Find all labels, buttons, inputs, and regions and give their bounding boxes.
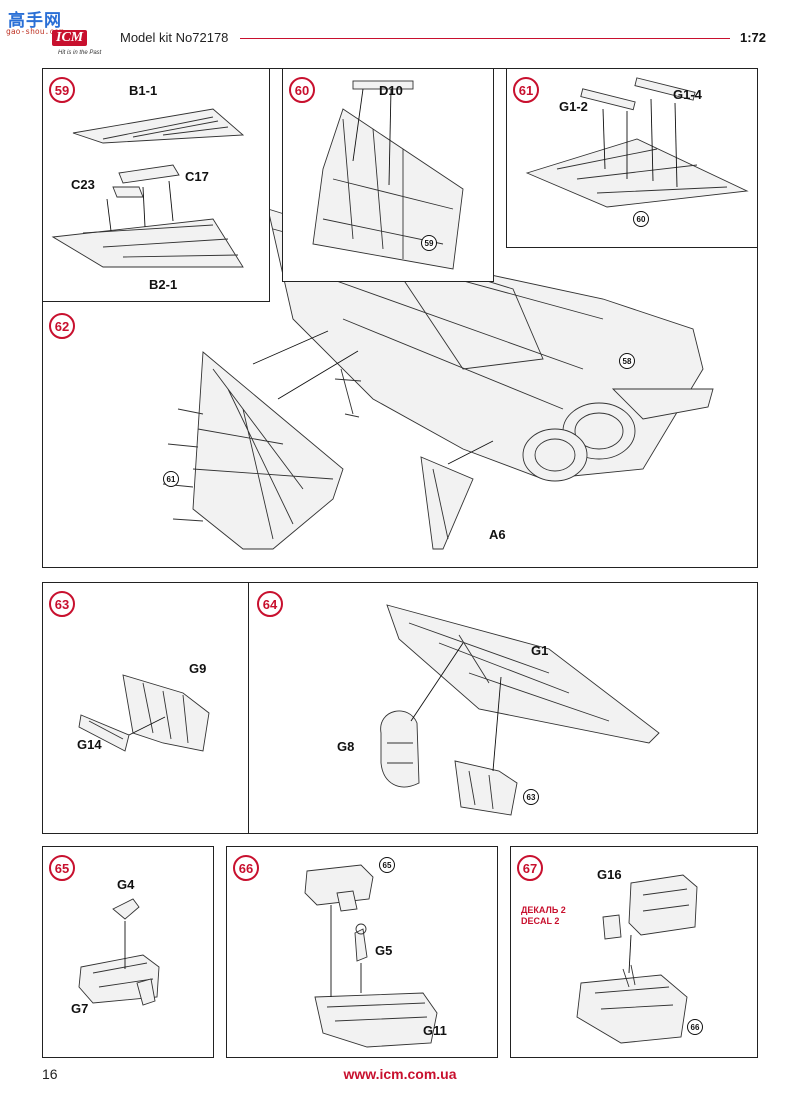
part-label-g1: G1 (531, 643, 549, 658)
part-label-g11: G11 (423, 1023, 447, 1038)
step-67-drawing (576, 874, 698, 1044)
part-label-b2-1: B2-1 (149, 277, 178, 292)
step-66-panel: 66 65 G5 G11 (226, 846, 498, 1058)
part-label-c23: C23 (71, 177, 95, 192)
step-66-badge: 66 (233, 855, 259, 881)
step-66-ref-65: 65 (379, 857, 395, 873)
scale-label: 1:72 (739, 30, 766, 45)
part-label-g7: G7 (71, 1001, 89, 1016)
step-64-drawing (380, 604, 660, 816)
brand-motto: Hit is in the Past (58, 50, 102, 56)
header-rule (240, 38, 730, 39)
part-label-g5: G5 (375, 943, 393, 958)
step-67-panel: 67 G16 ДЕКАЛЬ 2 DECAL 2 66 (510, 846, 758, 1058)
step-61-ref-60: 60 (633, 211, 649, 227)
step-60-panel: 60 D10 59 (282, 68, 494, 282)
step-62-badge: 62 (49, 313, 75, 339)
part-label-b1-1: B1-1 (129, 83, 158, 98)
step-67-ref-66: 66 (687, 1019, 703, 1035)
step-65-panel: 65 G4 G7 (42, 846, 214, 1058)
step-67-badge: 67 (517, 855, 543, 881)
part-label-a6: A6 (489, 527, 506, 542)
step-64-panel: 64 G1 G8 63 (248, 582, 758, 834)
step-62-ref-58: 58 (619, 353, 635, 369)
step-61-panel: 61 G1-2 G1-4 60 (506, 68, 758, 248)
part-label-g4: G4 (117, 877, 135, 892)
part-label-g16: G16 (597, 867, 622, 882)
step-59-panel: 59 B1-1 C23 C17 B2-1 (42, 68, 270, 302)
brand-logo: ICM (52, 30, 88, 46)
part-label-g1-2: G1-2 (559, 99, 588, 114)
step-61-badge: 61 (513, 77, 539, 103)
step-63-drawing (78, 674, 210, 752)
page-header: 高手网 gao-shou.com ICM Hit is in the Past … (0, 0, 800, 64)
step-65-badge: 65 (49, 855, 75, 881)
website-link[interactable]: www.icm.com.ua (343, 1066, 457, 1082)
step-60-drawing (312, 80, 464, 270)
step-64-ref-63: 63 (523, 789, 539, 805)
step-65-drawing (78, 898, 160, 1006)
part-label-d10: D10 (379, 83, 403, 98)
kit-title: Model kit No72178 (120, 30, 229, 45)
part-label-g9: G9 (189, 661, 207, 676)
step-63-badge: 63 (49, 591, 75, 617)
site-logo: 高手网 (8, 11, 62, 31)
page-number: 16 (42, 1066, 58, 1082)
step-62-ref-61: 61 (163, 471, 179, 487)
step-66-drawing (304, 864, 438, 1048)
step-61-drawing (525, 77, 749, 208)
site-domain: gao-shou.com (6, 27, 64, 36)
part-label-g8: G8 (337, 739, 355, 754)
decal-note: ДЕКАЛЬ 2 DECAL 2 (521, 905, 566, 927)
step-60-ref-59: 59 (421, 235, 437, 251)
decal-label-en: DECAL 2 (521, 916, 560, 926)
step-63-panel: 63 G9 G14 (42, 582, 250, 834)
decal-label-ru: ДЕКАЛЬ 2 (521, 905, 566, 915)
step-59-drawing (51, 108, 245, 268)
part-label-g1-4: G1-4 (673, 87, 702, 102)
step-64-badge: 64 (257, 591, 283, 617)
step-60-badge: 60 (289, 77, 315, 103)
part-label-c17: C17 (185, 169, 209, 184)
step-59-badge: 59 (49, 77, 75, 103)
part-label-g14: G14 (77, 737, 102, 752)
